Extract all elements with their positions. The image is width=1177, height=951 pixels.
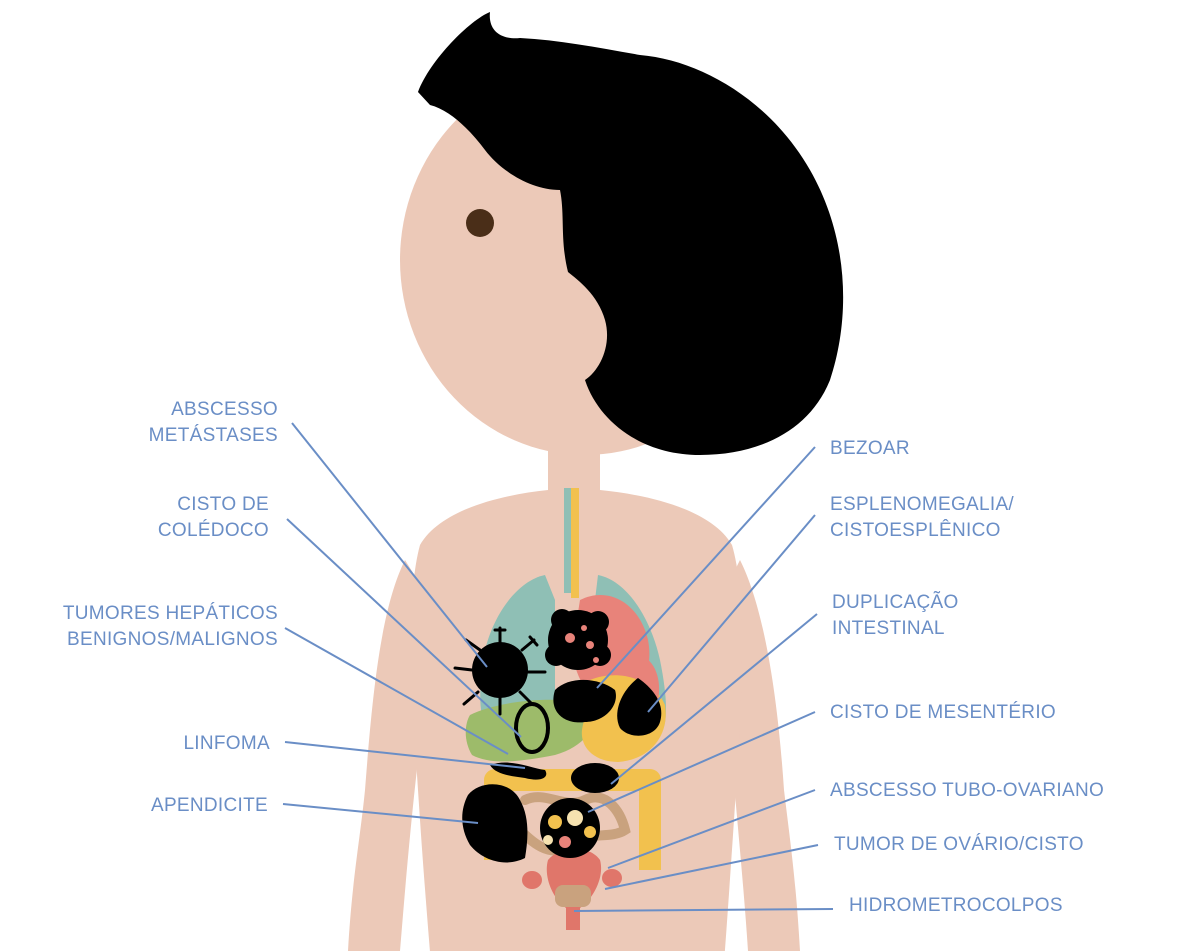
label-abscesso-tubo-ovariano: ABSCESSO TUBO-OVARIANO bbox=[830, 778, 1104, 804]
bladder bbox=[555, 885, 591, 907]
esophagus bbox=[564, 488, 571, 593]
label-esplenomegalia: ESPLENOMEGALIA/ CISTOESPLÊNICO bbox=[830, 492, 1014, 544]
label-apendicite: APENDICITE bbox=[151, 793, 268, 819]
trachea bbox=[571, 488, 579, 598]
child-figure bbox=[348, 12, 843, 951]
intestinal-duplication-mass bbox=[571, 763, 619, 793]
label-linfoma: LINFOMA bbox=[183, 731, 270, 757]
label-tumores-hepaticos: TUMORES HEPÁTICOS BENIGNOS/MALIGNOS bbox=[63, 601, 278, 653]
label-bezoar: BEZOAR bbox=[830, 436, 910, 462]
right-ovary bbox=[602, 869, 622, 887]
label-tumor-ovario-cisto: TUMOR DE OVÁRIO/CISTO bbox=[834, 832, 1084, 858]
label-cisto-coledoco: CISTO DE COLÉDOCO bbox=[158, 492, 269, 544]
label-cisto-mesenterio: CISTO DE MESENTÉRIO bbox=[830, 700, 1056, 726]
label-hidrometrocolpos: HIDROMETROCOLPOS bbox=[849, 893, 1063, 919]
label-duplicacao-intestinal: DUPLICAÇÃO INTESTINAL bbox=[832, 590, 959, 642]
label-abscesso-metastases: ABSCESSO METÁSTASES bbox=[149, 397, 278, 449]
left-ovary bbox=[522, 871, 542, 889]
eye bbox=[466, 209, 494, 237]
bezoar-mass bbox=[545, 609, 611, 670]
mesenteric-cyst-mass bbox=[540, 798, 600, 858]
choledochal-cyst bbox=[516, 704, 548, 752]
